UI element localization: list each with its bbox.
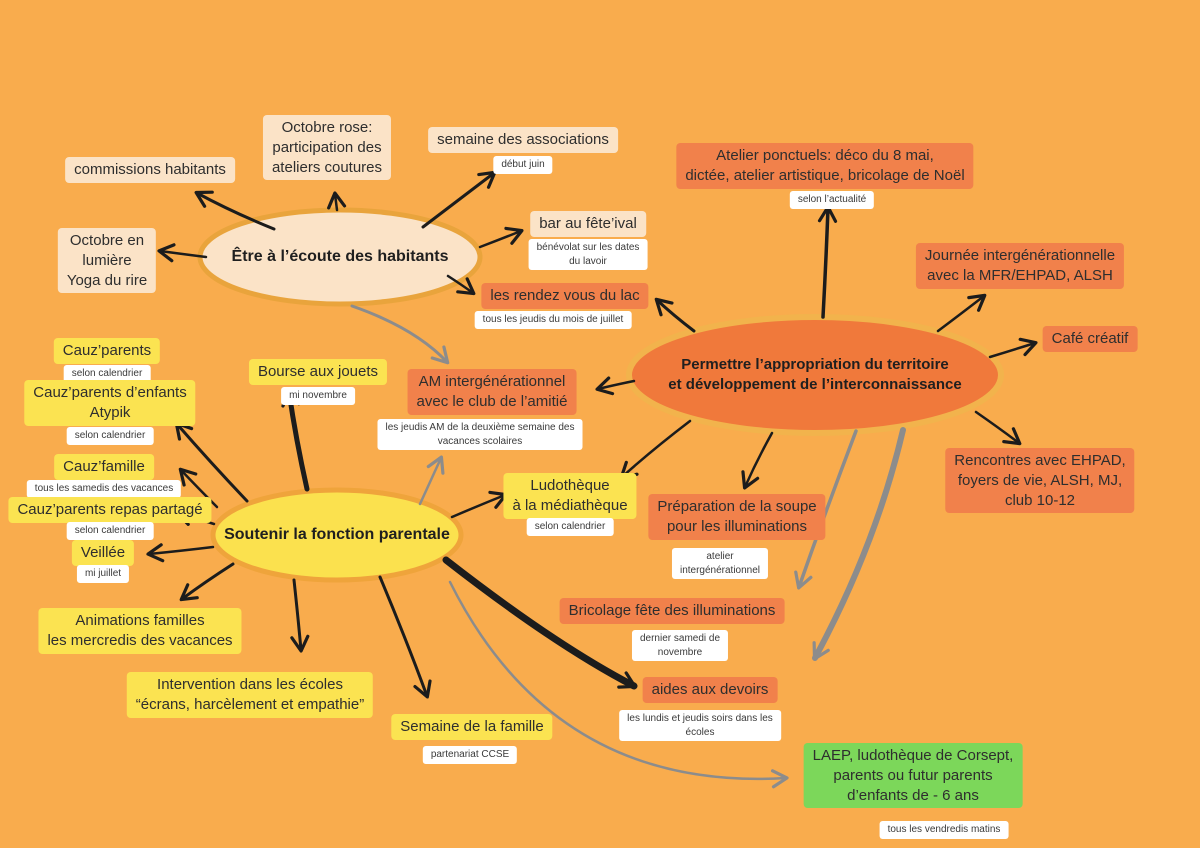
edge-parentale-to-am-intergenerationnel [418, 455, 445, 506]
node-cauz-parents: Cauz’parents [53, 338, 161, 364]
node-cauz-parents-repas-sublabel: selon calendrier [66, 522, 154, 540]
edge-territoire-to-rendez-vous-lac [654, 297, 696, 333]
arrow-edges [146, 170, 1038, 789]
node-atelier-ponctuels-sublabel: selon l’actualité [789, 191, 875, 209]
node-cauz-famille-sublabel: tous les samedis des vacances [26, 480, 182, 498]
node-cauz-parents-repas: Cauz’parents repas partagé [8, 497, 212, 523]
edge-parentale-to-intervention-ecoles [290, 578, 310, 653]
node-veillee: Veillée [71, 540, 135, 566]
node-cauz-famille: Cauz’famille [54, 454, 154, 480]
node-laep-ludotheque-corsept: LAEP, ludothèque de Corsept,parents ou f… [803, 743, 1023, 809]
node-am-intergenerationnel-sublabel: les jeudis AM de la deuxième semaine des… [377, 419, 583, 450]
edge-territoire-to-preparation-soupe [741, 431, 774, 490]
edge-territoire-to-am-intergenerationnel [595, 376, 636, 396]
edge-ecoute-to-commissions-habitants [194, 190, 276, 231]
node-laep-ludotheque-corsept-sublabel: tous les vendredis matins [879, 821, 1009, 839]
edge-parentale-to-veillee [146, 543, 215, 563]
edge-territoire-to-rencontres-ehpad [974, 410, 1022, 446]
edge-parentale-to-aides-aux-devoirs [442, 556, 638, 690]
node-semaine-associations-sublabel: début juin [493, 156, 553, 174]
edge-ecoute-to-octobre-rose [327, 191, 347, 212]
edge-parentale-to-cauz-parents-atypik [174, 421, 249, 503]
node-bourse-aux-jouets: Bourse aux jouets [248, 359, 388, 385]
node-semaine-de-la-famille-sublabel: partenariat CCSE [422, 746, 518, 764]
node-bricolage-illuminations: Bricolage fête des illuminations [559, 598, 785, 624]
edge-parentale-to-cauz-famille [178, 467, 219, 509]
node-semaine-associations: semaine des associations [428, 127, 618, 153]
node-cauz-parents-atypik-sublabel: selon calendrier [66, 427, 154, 445]
edge-ecoute-to-octobre-lumiere [157, 243, 208, 263]
edge-territoire-to-journee-intergenerationnelle [936, 293, 987, 333]
edge-territoire-to-atelier-ponctuels [817, 205, 838, 319]
center-territoire-ellipse [626, 314, 1004, 436]
node-atelier-ponctuels: Atelier ponctuels: déco du 8 mai,dictée,… [676, 143, 974, 189]
edge-ecoute-to-semaine-associations [421, 170, 497, 229]
center-parentale-ellipse [210, 487, 464, 583]
node-rencontres-ehpad: Rencontres avec EHPAD,foyers de vie, ALS… [945, 448, 1135, 514]
node-bar-festival: bar au fête’ival [530, 211, 646, 237]
edge-parentale-to-ludotheque-mediatheque [450, 490, 508, 519]
node-bourse-aux-jouets-sublabel: mi novembre [281, 387, 355, 405]
edge-parentale-to-animations-familles [179, 562, 235, 602]
edge-territoire-to-ludotheque-mediatheque [619, 419, 692, 480]
edge-parentale-to-semaine-de-la-famille [378, 575, 432, 699]
edge-parentale-to-bourse-aux-jouets [281, 389, 310, 492]
node-aides-aux-devoirs: aides aux devoirs [642, 677, 778, 703]
node-rendez-vous-lac-sublabel: tous les jeudis du mois de juillet [474, 311, 632, 329]
edge-ecoute-to-rendez-vous-lac [446, 274, 476, 296]
node-veillee-sublabel: mi juillet [76, 565, 130, 583]
edge-ecoute-to-bar-festival [478, 226, 524, 249]
node-semaine-de-la-famille: Semaine de la famille [391, 714, 553, 740]
node-intervention-ecoles: Intervention dans les écoles“écrans, har… [126, 672, 374, 718]
node-ludotheque-mediatheque-sublabel: selon calendrier [526, 518, 614, 536]
main-topic-ellipses [197, 207, 1004, 583]
node-rendez-vous-lac: les rendez vous du lac [481, 283, 649, 309]
edge-territoire-to-cafe-creatif [988, 337, 1038, 359]
node-commissions-habitants: commissions habitants [65, 157, 235, 183]
center-parentale-label: Soutenir la fonction parentale [224, 526, 450, 544]
node-cauz-parents-sublabel: selon calendrier [63, 365, 151, 383]
node-cafe-creatif: Café créatif [1042, 326, 1138, 352]
center-ecoute-label: Être à l’écoute des habitants [231, 248, 449, 266]
edge-territoire-to-aides-aux-devoirs [812, 427, 906, 661]
edge-parentale-to-laep-ludotheque-corsept [448, 580, 789, 789]
edge-ecoute-to-am-intergenerationnel [350, 304, 450, 365]
edge-territoire-to-bricolage-illuminations [794, 429, 858, 590]
